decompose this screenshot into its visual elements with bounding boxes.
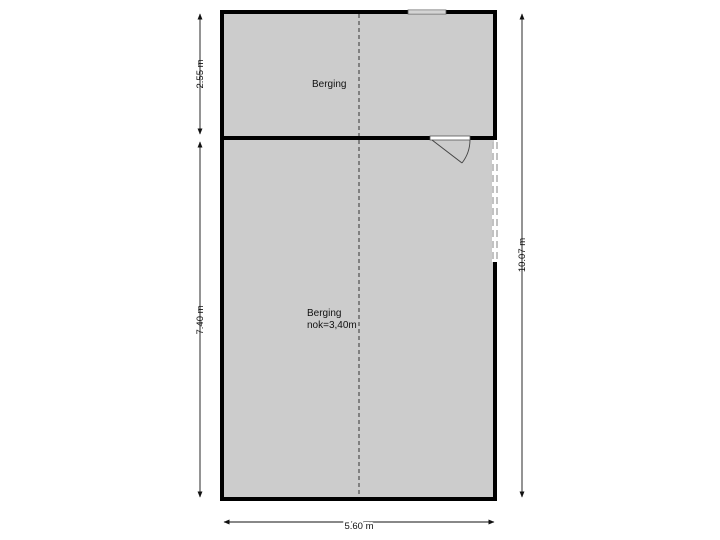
- room-lower-label: Berging: [307, 308, 341, 319]
- dimension-upper-height-label: 2.55 m: [195, 59, 206, 88]
- dimension-total-height-label: 10.07 m: [517, 238, 528, 272]
- opening-right: [492, 142, 498, 262]
- window-top: [407, 9, 447, 15]
- dimension-width-label: 5.60 m: [344, 521, 373, 532]
- room-lower-note: nok=3,40m: [307, 320, 357, 331]
- room-upper-label: Berging: [312, 79, 346, 90]
- dimension-lower-height-label: 7.40 m: [195, 305, 206, 334]
- walls: [220, 10, 497, 501]
- door-partition: [429, 135, 471, 164]
